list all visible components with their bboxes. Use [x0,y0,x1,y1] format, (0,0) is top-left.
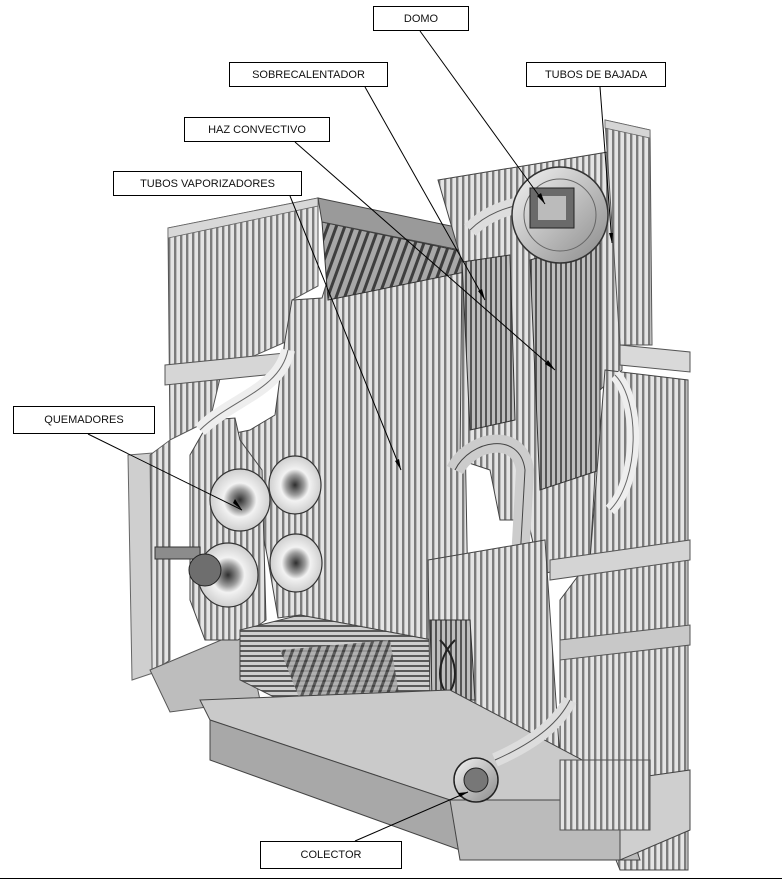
label-tubos-de-bajada: TUBOS DE BAJADA [526,62,666,87]
leader-tubos-vaporizadores [289,195,402,471]
label-quemadores: QUEMADORES [13,406,155,434]
label-tubos-vaporizadores: TUBOS VAPORIZADORES [113,171,302,196]
label-colector: COLECTOR [260,841,402,869]
burners [154,455,323,608]
leader-haz-convectivo [294,141,556,371]
burner-1 [209,468,271,532]
leader-arrowheads [233,193,613,797]
label-domo: DOMO [373,6,469,31]
collector-header [453,696,577,803]
leader-sobrecalentador [364,86,486,301]
label-haz-convectivo: HAZ CONVECTIVO [184,117,330,142]
right-sidewall [549,369,691,871]
bottom-rule [0,878,782,879]
steam-drum [511,166,609,264]
burner-2 [268,455,322,515]
leader-lines [87,30,613,842]
base-casing [199,689,691,861]
leader-quemadores [87,433,243,511]
leader-colector [354,791,469,842]
burner-4 [269,533,323,593]
label-sobrecalentador: SOBRECALENTADOR [229,62,388,87]
left-outer-wall [164,197,319,441]
downcomer-tubes [604,119,691,373]
leader-tubos-de-bajada [599,86,613,244]
left-lower-casing [127,439,261,713]
leader-domo [419,30,546,205]
